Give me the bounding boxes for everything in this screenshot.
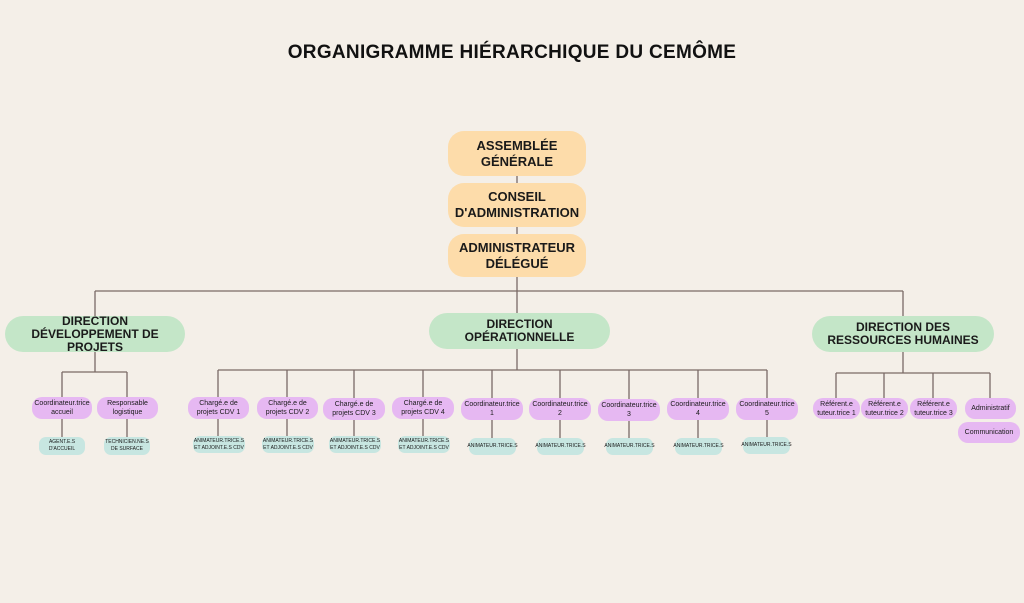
node-animateurs-4: ANIMATEUR.TRICE.S xyxy=(673,438,724,455)
node-techniciens-surface: TECHNICIEN.NE.S DE SURFACE xyxy=(104,437,150,455)
node-assemblee-generale: ASSEMBLÉE GÉNÉRALE xyxy=(448,131,586,176)
node-direction-developpement: DIRECTION DÉVELOPPEMENT DE PROJETS xyxy=(5,314,185,353)
node-animateurs-5: ANIMATEUR.TRICE.S xyxy=(741,437,792,454)
node-animateurs-1: ANIMATEUR.TRICE.S xyxy=(467,438,518,455)
node-referent-tuteur-1: Référent.e tuteur.trice 1 xyxy=(813,398,860,419)
node-animateurs-adjoints-cdv-3: ANIMATEUR.TRICE.S ET ADJOINT.E.S CDV xyxy=(329,436,381,453)
node-responsable-logistique: Responsable logistique xyxy=(97,397,158,419)
node-administrateur-delegue: ADMINISTRATEUR DÉLÉGUÉ xyxy=(448,234,586,277)
node-animateurs-adjoints-cdv-4: ANIMATEUR.TRICE.S ET ADJOINT.E.S CDV xyxy=(398,436,450,453)
node-direction-ressources-humaines: DIRECTION DES RESSOURCES HUMAINES xyxy=(812,316,994,352)
node-coordinateur-2: Coordinateur.trice 2 xyxy=(529,398,591,420)
node-agents-accueil: AGENT.E.S D'ACCUEIL xyxy=(39,437,85,455)
node-communication: Communication xyxy=(958,422,1020,443)
node-charge-projets-cdv-3: Chargé.e de projets CDV 3 xyxy=(323,398,385,420)
node-coordinateur-3: Coordinateur.trice 3 xyxy=(598,399,660,421)
node-charge-projets-cdv-2: Chargé.e de projets CDV 2 xyxy=(257,397,318,419)
node-animateurs-2: ANIMATEUR.TRICE.S xyxy=(535,438,586,455)
node-referent-tuteur-2: Référent.e tuteur.trice 2 xyxy=(861,398,908,419)
node-charge-projets-cdv-4: Chargé.e de projets CDV 4 xyxy=(392,397,454,419)
node-coordinateur-1: Coordinateur.trice 1 xyxy=(461,398,523,420)
node-coordinateur-5: Coordinateur.trice 5 xyxy=(736,398,798,420)
node-referent-tuteur-3: Référent.e tuteur.trice 3 xyxy=(910,398,957,419)
node-animateurs-adjoints-cdv-2: ANIMATEUR.TRICE.S ET ADJOINT.E.S CDV xyxy=(262,436,314,453)
node-charge-projets-cdv-1: Chargé.e de projets CDV 1 xyxy=(188,397,249,419)
node-conseil-administration: CONSEIL D'ADMINISTRATION xyxy=(448,183,586,227)
node-administratif: Administratif xyxy=(965,398,1016,419)
node-coordinateur-accueil: Coordinateur.trice accueil xyxy=(32,397,92,419)
node-coordinateur-4: Coordinateur.trice 4 xyxy=(667,398,729,420)
node-direction-operationnelle: DIRECTION OPÉRATIONNELLE xyxy=(429,313,610,349)
node-animateurs-3: ANIMATEUR.TRICE.S xyxy=(604,438,655,455)
chart-title: ORGANIGRAMME HIÉRARCHIQUE DU CEMÔME xyxy=(287,42,737,63)
node-animateurs-adjoints-cdv-1: ANIMATEUR.TRICE.S ET ADJOINT.E.S CDV xyxy=(193,436,245,453)
